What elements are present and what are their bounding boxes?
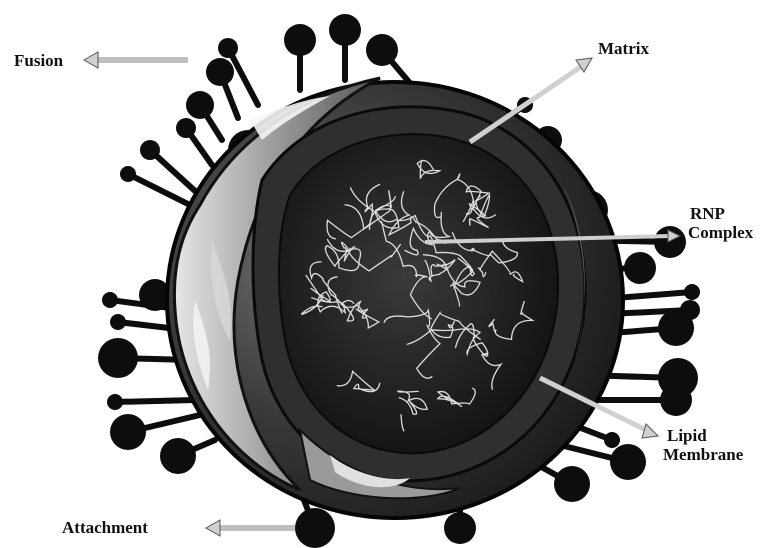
spike-knob bbox=[98, 338, 138, 378]
spike-knob bbox=[218, 38, 238, 58]
spike-knob bbox=[110, 414, 146, 450]
spike-knob bbox=[176, 118, 196, 138]
spike-knob bbox=[140, 140, 160, 160]
spike-knob bbox=[107, 394, 123, 410]
spike-knob bbox=[120, 166, 136, 182]
spike-knob bbox=[329, 14, 361, 46]
spike-knob bbox=[604, 432, 620, 448]
fusion-label: Fusion bbox=[14, 51, 63, 70]
virus-body bbox=[167, 78, 623, 518]
spike-knob bbox=[366, 34, 398, 66]
spike-knob bbox=[186, 91, 214, 119]
fusion-arrow-head bbox=[84, 52, 98, 68]
matrix-label: Matrix bbox=[598, 39, 649, 58]
spike-stem bbox=[115, 400, 195, 402]
spike-knob bbox=[444, 512, 476, 544]
spike-knob bbox=[684, 284, 700, 300]
spike-knob bbox=[102, 292, 118, 308]
spike-knob bbox=[660, 384, 692, 416]
attachment-arrow-head bbox=[206, 520, 220, 536]
lipid-membrane-label: Lipid Membrane bbox=[663, 426, 743, 464]
rnp-complex-label: RNP Complex bbox=[688, 204, 753, 242]
spike-knob bbox=[554, 466, 590, 502]
spike-knob bbox=[624, 252, 656, 284]
spike-knob bbox=[295, 508, 335, 548]
rnp-label-line1: RNP bbox=[688, 204, 753, 223]
rnp-label-line2: Complex bbox=[688, 223, 753, 242]
lipid-arrow-head bbox=[642, 424, 658, 438]
spike-knob bbox=[160, 438, 196, 474]
lipid-label-line2: Membrane bbox=[663, 445, 743, 464]
spike-knob bbox=[284, 24, 316, 56]
attachment-label: Attachment bbox=[62, 518, 148, 537]
spike-knob bbox=[610, 444, 646, 480]
spike-knob bbox=[658, 310, 694, 346]
lipid-label-line1: Lipid bbox=[663, 426, 743, 445]
spike-knob bbox=[110, 314, 126, 330]
spike-knob bbox=[206, 58, 234, 86]
